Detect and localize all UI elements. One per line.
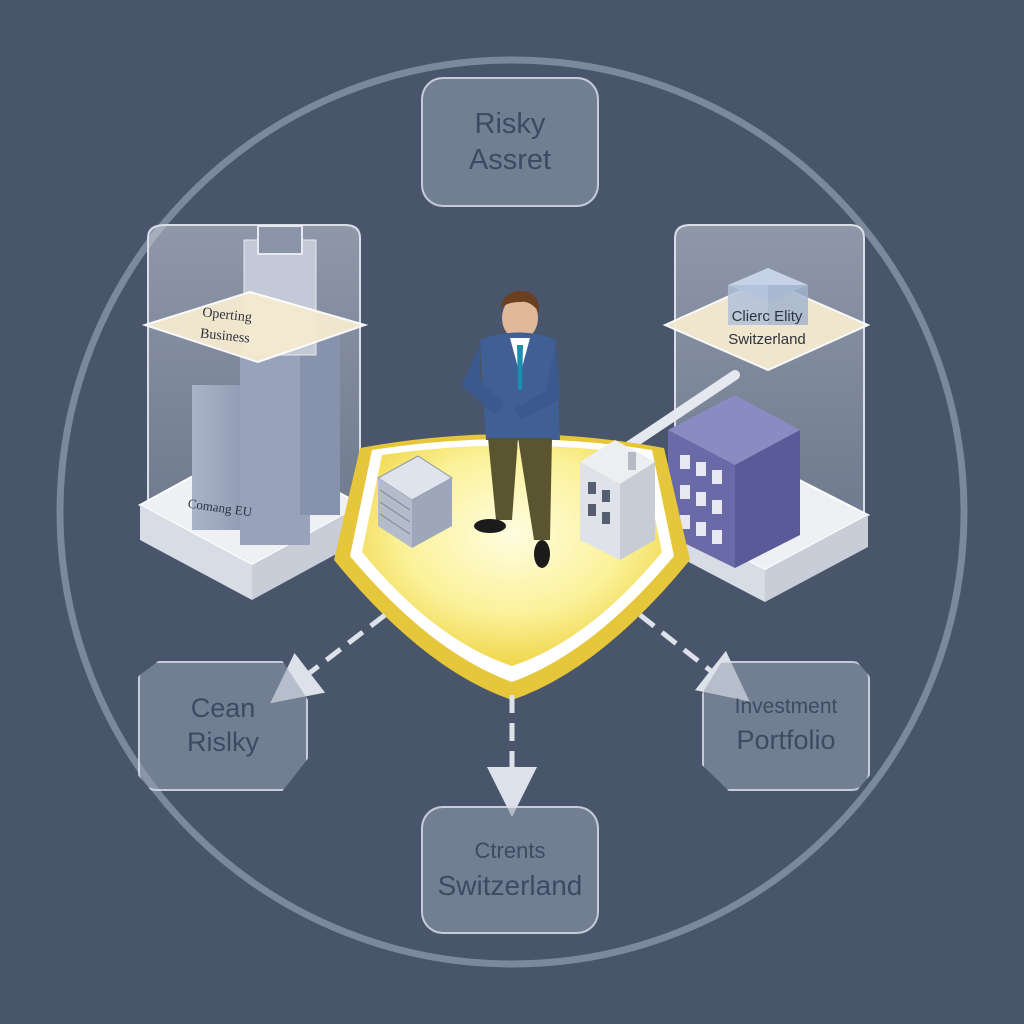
node-risky-asset-line1: Risky	[474, 107, 546, 140]
purple-building-icon	[668, 395, 800, 568]
arrow-to-left	[270, 613, 387, 704]
client-entity-line1: Clierc Elity	[731, 308, 803, 325]
node-investment-portfolio[interactable]: Investment Portfolio	[702, 661, 870, 791]
node-investment-line1: Investment	[734, 695, 838, 718]
office-building-icon	[580, 440, 655, 560]
server-cube-icon	[728, 268, 808, 325]
node-investment-line2: Portfolio	[736, 725, 836, 756]
outer-ring	[56, 56, 968, 968]
node-clients-line1: Ctrents	[474, 837, 546, 863]
node-risky-asset-line2: Assret	[468, 144, 552, 176]
client-entity-line2: Switzerland	[728, 330, 806, 348]
operating-line1: Operting	[201, 305, 253, 326]
node-clients-line2: Switzerland	[437, 870, 583, 902]
node-clients-switzerland[interactable]: Ctrents Switzerland	[421, 806, 599, 934]
server-stack-icon	[377, 455, 453, 548]
operating-line2: Business	[199, 326, 251, 347]
right-pillar	[615, 224, 871, 602]
node-risky-asset[interactable]: Risky Assret	[421, 77, 599, 207]
node-clean-risky-line2: Rislky	[187, 727, 259, 757]
left-pillar	[137, 224, 369, 600]
node-clean-risky[interactable]: Cean Rislky	[138, 661, 308, 791]
businessman-figure	[462, 290, 560, 568]
node-clean-risky-line1: Cean	[190, 693, 256, 724]
label-client-entity: Clierc Elity Switzerland	[715, 306, 819, 351]
